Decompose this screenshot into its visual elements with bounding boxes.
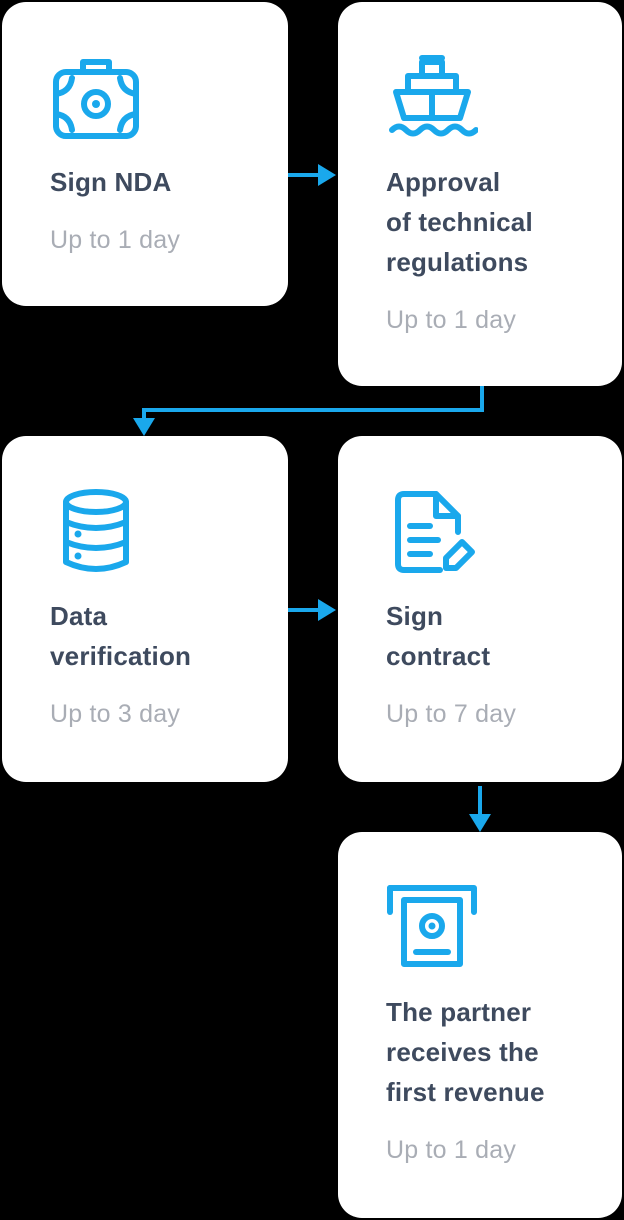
- arrowhead-3-to-4: [318, 599, 336, 621]
- step-title-line: of technical: [386, 207, 533, 237]
- briefcase-icon: [50, 52, 142, 144]
- step-card-approval: Approval of technical regulations Up to …: [338, 2, 622, 386]
- step-title: Sign NDA: [50, 162, 268, 202]
- arrowhead-4-to-5: [469, 814, 491, 832]
- step-title: Sign contract: [386, 596, 602, 676]
- step-title-line: Approval: [386, 167, 501, 197]
- step-duration: Up to 1 day: [386, 306, 517, 334]
- step-card-sign-contract: Sign contract Up to 7 day: [338, 436, 622, 782]
- arrowhead-1-to-2: [318, 164, 336, 186]
- step-duration: Up to 3 day: [50, 700, 181, 728]
- cash-withdrawal-icon: [386, 882, 478, 974]
- ship-icon: [386, 52, 478, 144]
- step-title-line: regulations: [386, 247, 529, 277]
- step-title-line: first revenue: [386, 1077, 545, 1107]
- step-title-line: verification: [50, 641, 192, 671]
- step-duration: Up to 1 day: [386, 1136, 517, 1164]
- step-duration: Up to 1 day: [50, 226, 181, 254]
- database-icon: [50, 486, 142, 578]
- arrow-2-to-3: [142, 386, 484, 420]
- step-title-line: Sign: [386, 601, 444, 631]
- step-card-first-revenue: The partner receives the first revenue U…: [338, 832, 622, 1218]
- step-duration: Up to 7 day: [386, 700, 517, 728]
- step-title: Approval of technical regulations: [386, 162, 602, 282]
- step-card-sign-nda: Sign NDA Up to 1 day: [2, 2, 288, 306]
- step-title-line: Data: [50, 601, 108, 631]
- step-title-line: The partner: [386, 997, 532, 1027]
- step-title: The partner receives the first revenue: [386, 992, 602, 1112]
- step-card-data-verification: Data verification Up to 3 day: [2, 436, 288, 782]
- step-title-line: contract: [386, 641, 491, 671]
- document-edit-icon: [386, 486, 478, 578]
- arrowhead-2-to-3: [133, 418, 155, 436]
- step-title-line: receives the: [386, 1037, 539, 1067]
- step-title-line: Sign NDA: [50, 167, 172, 197]
- step-title: Data verification: [50, 596, 268, 676]
